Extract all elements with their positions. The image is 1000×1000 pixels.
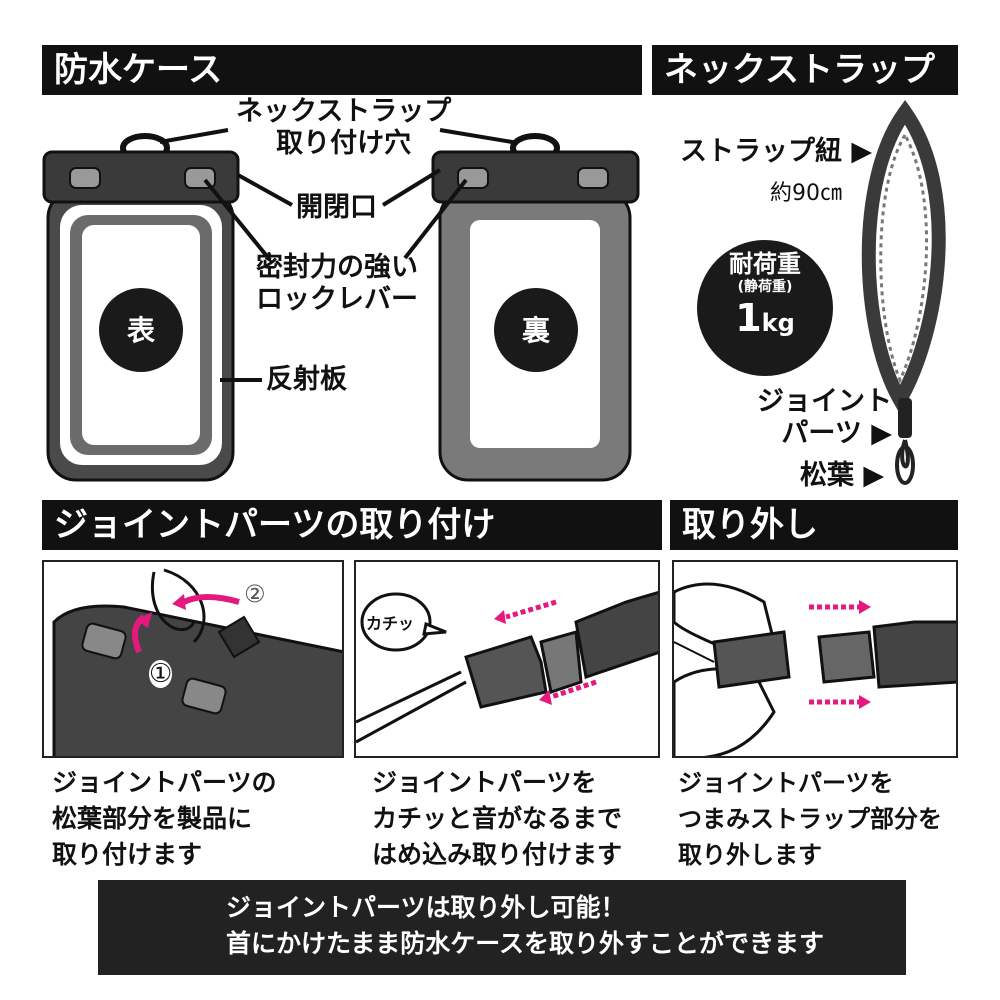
label-lock-lever-line1: 密封力の強い — [256, 252, 418, 283]
load-subtitle: (静荷重) — [737, 279, 793, 295]
label-joint-part-line1: ジョイント — [757, 386, 892, 417]
header-waterproof-case: 防水ケース — [42, 45, 642, 95]
case-illustration: 表 裏 — [42, 128, 640, 482]
label-strap-cord: ストラップ紐 ▶ — [680, 136, 873, 167]
caption-click-attach: ジョイントパーツを カチッと音がなるまで はめ込み取り付けます — [372, 765, 622, 873]
step-1-marker: ① — [149, 659, 173, 689]
back-label: 裏 — [522, 314, 551, 347]
footer-line1: ジョイントパーツは取り外し可能！ — [226, 893, 626, 922]
panel-3-illustration — [674, 582, 956, 756]
label-strap-length: 約90㎝ — [770, 181, 842, 206]
front-label: 表 — [127, 314, 155, 347]
load-title: 耐荷重 — [729, 250, 801, 278]
caption-3-line2: つまみストラップ部分を — [678, 805, 942, 833]
caption-1-line2: 松葉部分を製品に — [52, 804, 253, 833]
caption-3-line1: ジョイントパーツを — [678, 769, 894, 797]
caption-2-line1: ジョイントパーツを — [372, 768, 597, 797]
panel-click-attach: カチッ — [354, 560, 660, 758]
front-case — [42, 133, 240, 482]
load-number: 1 — [735, 296, 762, 340]
label-joint-part: ジョイント パーツ ▶ — [722, 386, 892, 450]
label-matsuba: 松葉 ▶ — [800, 460, 885, 491]
header-neck-strap: ネックストラップ — [652, 45, 958, 95]
back-case — [431, 133, 640, 482]
header-removal: 取り外し — [670, 500, 958, 550]
strap-illustration — [697, 100, 946, 485]
label-strap-hole-line2: 取り付け穴 — [276, 128, 412, 159]
caption-2-line2: カチッと音がなるまで — [372, 804, 623, 833]
header-joint-attach: ジョイントパーツの取り付け — [42, 500, 662, 550]
caption-1-line1: ジョイントパーツの — [52, 768, 277, 797]
label-strap-hole-line1: ネックストラップ — [236, 96, 452, 127]
load-text: 耐荷重 (静荷重) 1kg — [700, 250, 830, 348]
label-lock-lever-line2: ロックレバー — [256, 284, 418, 315]
load-badge — [697, 240, 833, 376]
label-opening: 開閉口 — [296, 192, 377, 223]
panel-2-illustration — [356, 591, 658, 744]
panel-1-illustration — [52, 568, 342, 756]
caption-3-line3: 取り外します — [678, 841, 822, 869]
caption-1-line3: 取り付けます — [52, 840, 203, 869]
panel-attach-matsuba: ① ② — [42, 560, 344, 758]
label-strap-hole: ネックストラップ 取り付け穴 — [236, 96, 451, 160]
leader-lines — [159, 128, 519, 382]
panel-detach — [672, 560, 958, 758]
click-sound-label: カチッ — [366, 614, 415, 633]
load-unit: kg — [761, 309, 795, 337]
caption-attach-matsuba: ジョイントパーツの 松葉部分を製品に 取り付けます — [52, 765, 277, 873]
caption-detach: ジョイントパーツを つまみストラップ部分を 取り外します — [678, 765, 942, 873]
caption-2-line3: はめ込み取り付けます — [372, 840, 623, 869]
footer-note: ジョイントパーツは取り外し可能！ 首にかけたまま防水ケースを取り外すことができま… — [98, 880, 906, 975]
footer-line2: 首にかけたまま防水ケースを取り外すことができます — [226, 929, 825, 958]
label-joint-part-line2: パーツ ▶ — [781, 418, 892, 449]
label-lock-lever: 密封力の強い ロックレバー — [256, 252, 418, 316]
step-2-marker: ② — [244, 580, 266, 608]
label-reflector: 反射板 — [266, 364, 347, 395]
